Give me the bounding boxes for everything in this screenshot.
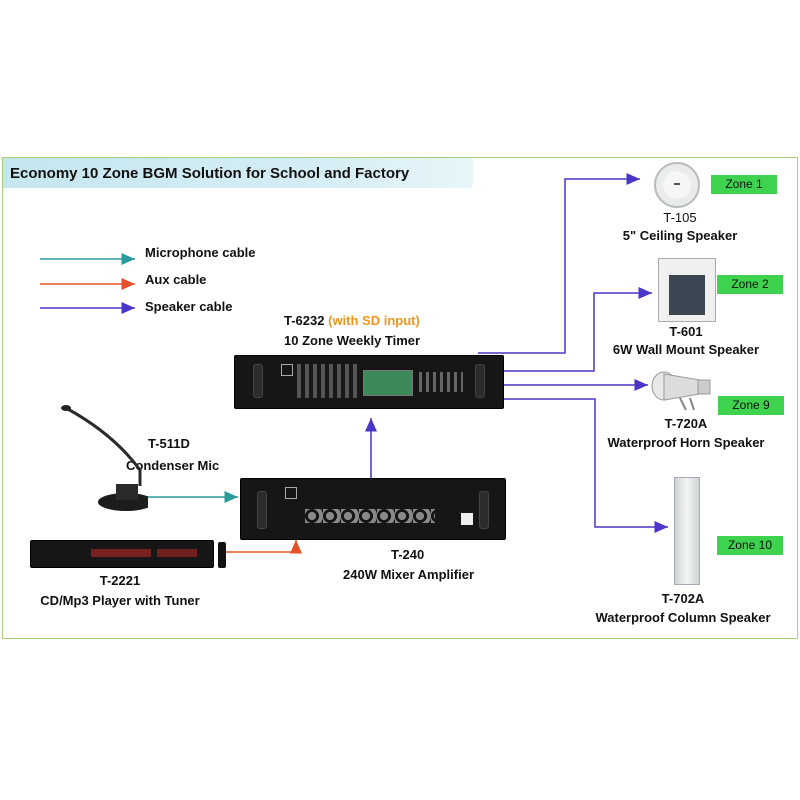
timer-model-line: T-6232 (with SD input) (284, 313, 420, 328)
diagram-frame (2, 157, 798, 639)
speaker-model-2: T-601 (669, 324, 703, 339)
zone-badge-1: Zone 1 (711, 175, 777, 194)
legend-speaker-label: Speaker cable (145, 299, 233, 314)
player-model: T-2221 (99, 573, 141, 588)
zone2-cable (500, 287, 652, 372)
ceiling-speaker-icon (654, 162, 700, 208)
microphone-icon (61, 405, 148, 511)
wall-speaker-icon (658, 258, 716, 322)
speaker-desc-1: 5" Ceiling Speaker (622, 228, 738, 243)
amp-knobs (305, 509, 435, 523)
amp-rack-handle-left (257, 491, 267, 529)
timer-rack-handle-right (475, 364, 485, 398)
timer-keypad (297, 364, 357, 398)
speaker-model-10: T-702A (661, 591, 705, 606)
aux-plug-icon (218, 542, 226, 568)
title-bar (3, 158, 473, 188)
speaker-desc-9: Waterproof Horn Speaker (607, 435, 765, 450)
column-speaker-icon (674, 477, 700, 585)
speaker-model-1: T-105 (663, 210, 697, 225)
legend-aux-label: Aux cable (145, 272, 207, 287)
amp-rack-handle-right (479, 491, 489, 529)
zone10-cable (502, 398, 668, 533)
timer-lcd-display (363, 370, 413, 396)
speaker-desc-10: Waterproof Column Speaker (595, 610, 771, 625)
wall-speaker-grille (669, 275, 705, 315)
zone-badge-2: Zone 2 (717, 275, 783, 294)
timer-logo-icon (281, 364, 293, 376)
zone-badge-9: Zone 9 (718, 396, 784, 415)
cd-player-display (91, 549, 151, 557)
legend-mic-label: Microphone cable (145, 245, 256, 260)
timer-buttons (419, 372, 463, 392)
speaker-model-9: T-720A (664, 416, 708, 431)
amp-desc: 240W Mixer Amplifier (343, 567, 475, 582)
diagram-title: Economy 10 Zone BGM Solution for School … (10, 165, 410, 182)
zone-badge-10: Zone 10 (717, 536, 783, 555)
amp-model: T-240 (391, 547, 425, 562)
timer-note: (with SD input) (328, 313, 420, 328)
amp-power-switch-icon (461, 513, 473, 525)
timer-device-image (234, 355, 504, 409)
timer-rack-handle-left (253, 364, 263, 398)
amp-logo-icon (285, 487, 297, 499)
amplifier-device-image (240, 478, 506, 540)
cd-player-device-image (30, 540, 214, 568)
horn-speaker-icon (651, 371, 711, 411)
cd-player-tray (157, 549, 197, 557)
mic-model: T-511D (148, 436, 190, 451)
speaker-desc-2: 6W Wall Mount Speaker (612, 342, 760, 357)
zone1-cable (478, 173, 640, 354)
aux-cable (222, 540, 302, 554)
mic-desc: Condenser Mic (126, 458, 220, 473)
timer-model: T-6232 (284, 313, 325, 328)
player-desc: CD/Mp3 Player with Tuner (40, 593, 200, 608)
timer-desc: 10 Zone Weekly Timer (284, 333, 421, 348)
